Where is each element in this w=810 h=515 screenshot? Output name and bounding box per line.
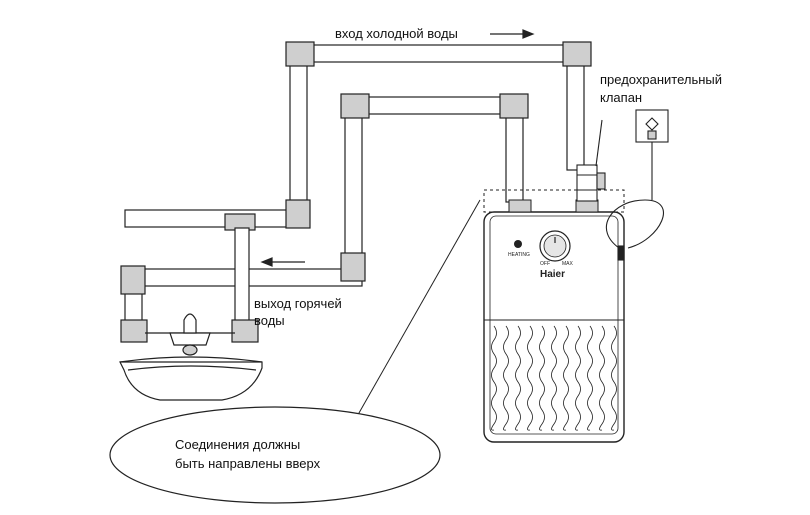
cold-flow-arrow xyxy=(490,29,535,39)
hot-pipe-elbows xyxy=(120,93,529,343)
dial-max-label: MAX xyxy=(562,261,573,267)
power-plug-icon xyxy=(635,109,669,143)
safety-valve-label-line1: предохранительный xyxy=(600,72,723,87)
cold-inlet-label: вход холодной воды xyxy=(335,26,458,41)
insulation-wave xyxy=(587,325,593,431)
heating-indicator-label: HEATING xyxy=(508,252,530,258)
insulation-wave xyxy=(599,325,605,431)
insulation-wave xyxy=(503,325,509,431)
wash-basin xyxy=(119,356,263,401)
insulation-wave xyxy=(491,325,497,431)
safety-valve-label-line2: клапан xyxy=(600,90,643,105)
temperature-dial[interactable] xyxy=(539,230,571,262)
cold-pipe-elbows xyxy=(224,41,592,231)
hot-outlet-label-line2: воды xyxy=(254,313,285,328)
insulation-wave xyxy=(527,325,533,431)
note-leader-line xyxy=(354,199,481,421)
hot-outlet-label-line1: выход горячей xyxy=(254,296,342,311)
heater-connections xyxy=(508,199,599,213)
insulation-wave xyxy=(563,325,569,431)
heating-indicator-icon xyxy=(514,240,522,248)
note-text-line2: быть направлены вверх xyxy=(175,456,321,471)
insulation-wave xyxy=(551,325,557,431)
safety-valve xyxy=(576,119,606,202)
power-cable xyxy=(605,140,664,261)
insulation-wave xyxy=(539,325,545,431)
insulation-pattern xyxy=(491,325,617,431)
dial-min-label: OFF xyxy=(540,261,550,267)
insulation-wave xyxy=(515,325,521,431)
note-text-line1: Соединения должны xyxy=(175,437,301,452)
heater-brand-logo: Haier xyxy=(540,269,566,280)
note-ellipse xyxy=(109,406,441,504)
hot-flow-arrow xyxy=(260,257,305,267)
insulation-wave xyxy=(611,325,617,431)
mixer-tap xyxy=(145,313,235,356)
water-heater xyxy=(483,189,625,443)
insulation-wave xyxy=(575,325,581,431)
